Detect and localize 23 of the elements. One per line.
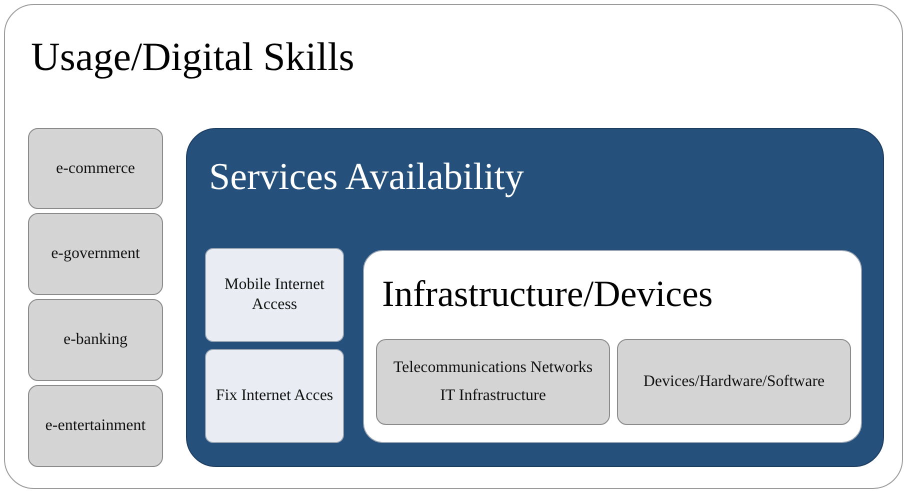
item-label: e-government bbox=[51, 244, 140, 264]
item-box bbox=[28, 213, 163, 295]
item-label: IT Infrastructure bbox=[440, 386, 546, 406]
item-label: e-entertainment bbox=[45, 416, 146, 436]
item-label: Telecommunications Networks bbox=[393, 358, 593, 378]
item-box bbox=[617, 339, 851, 425]
item-box bbox=[28, 299, 163, 381]
item-label: Devices/Hardware/Software bbox=[643, 372, 825, 392]
item-box bbox=[205, 248, 344, 342]
item-box bbox=[28, 128, 163, 209]
panel-title: Services Availability bbox=[209, 155, 524, 200]
item-label: e-commerce bbox=[56, 158, 136, 178]
item-label: Mobile Internet Access bbox=[224, 275, 326, 315]
item-box bbox=[28, 385, 163, 467]
group-panel bbox=[4, 4, 903, 489]
item-box bbox=[205, 349, 344, 443]
panel-title: Usage/Digital Skills bbox=[31, 33, 354, 81]
item-label: Fix Internet Acces bbox=[216, 386, 334, 406]
panel-title: Infrastructure/Devices bbox=[382, 273, 713, 317]
group-panel bbox=[186, 128, 884, 467]
item-box bbox=[376, 339, 610, 425]
group-panel bbox=[363, 250, 862, 443]
item-label: e-banking bbox=[64, 330, 128, 350]
